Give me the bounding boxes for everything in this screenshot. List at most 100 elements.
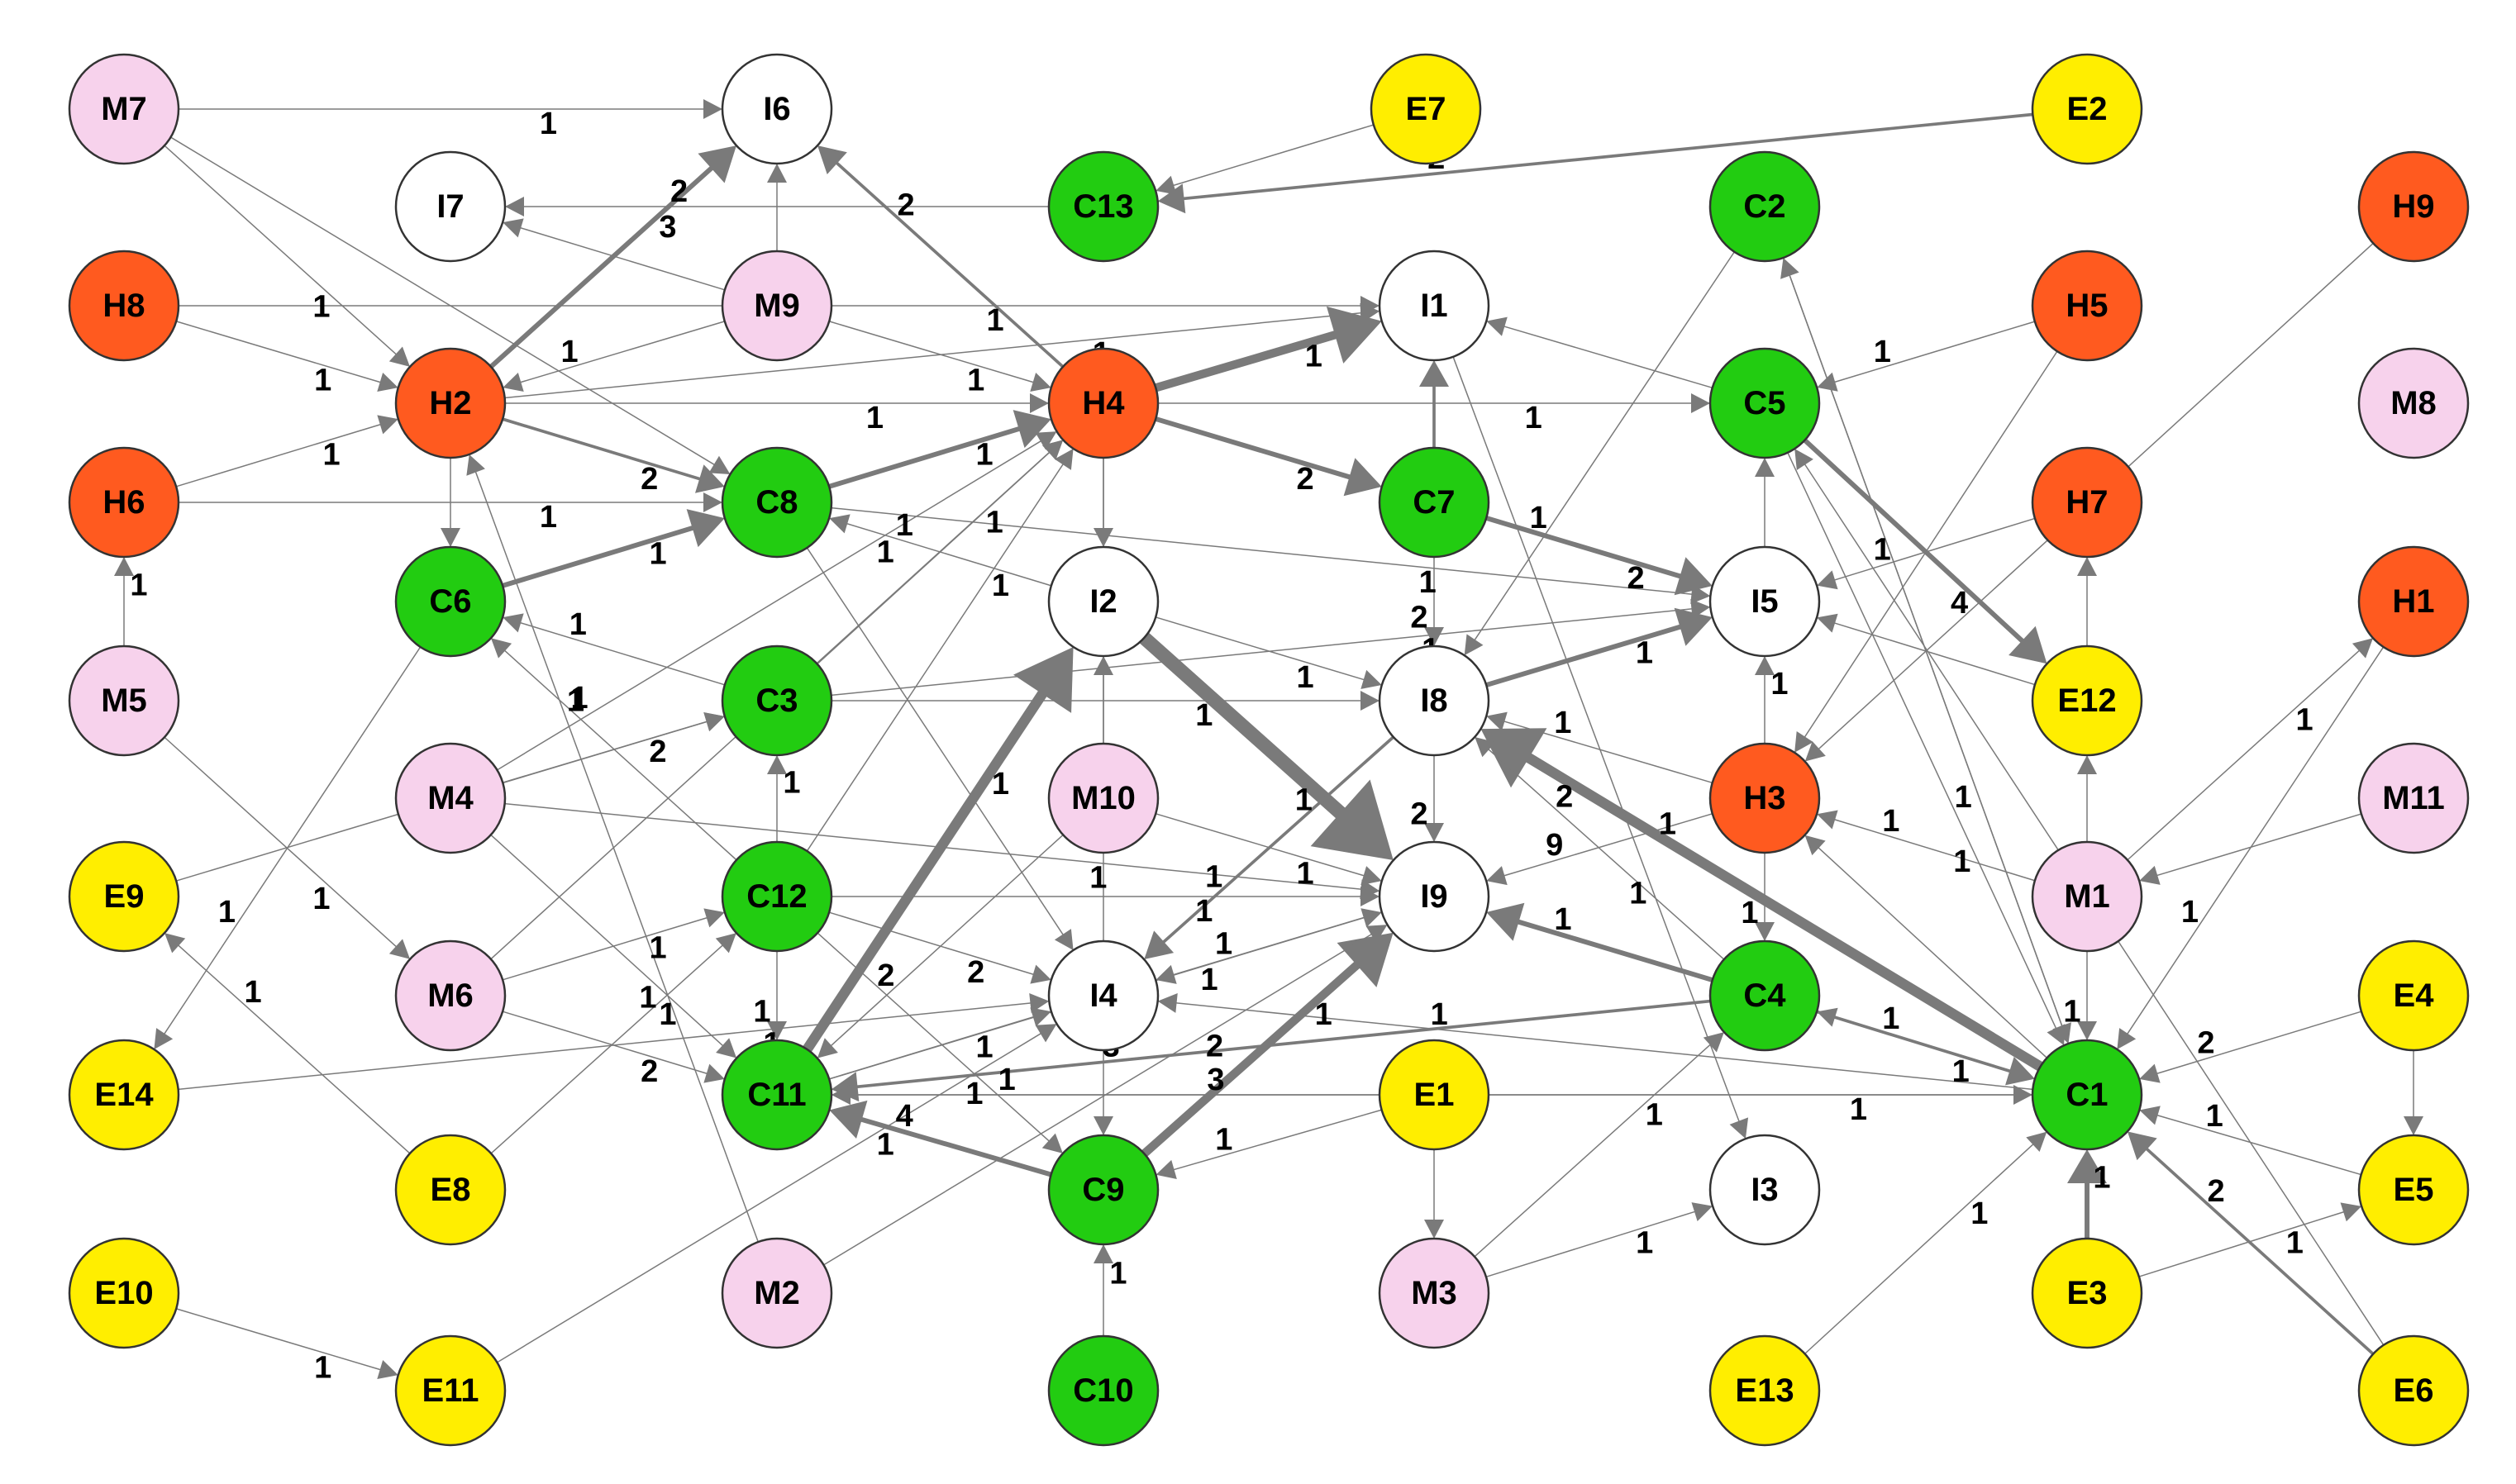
- node-circle[interactable]: [394, 150, 507, 263]
- node-circle[interactable]: [1047, 939, 1160, 1052]
- node-circle[interactable]: [2357, 347, 2470, 459]
- node-H4[interactable]: H4: [1047, 347, 1160, 459]
- node-circle[interactable]: [1708, 1334, 1821, 1447]
- node-C1[interactable]: C1: [2031, 1039, 2143, 1151]
- node-circle[interactable]: [2031, 840, 2143, 953]
- node-E8[interactable]: E8: [394, 1134, 507, 1246]
- node-C8[interactable]: C8: [721, 446, 833, 559]
- node-H7[interactable]: H7: [2031, 446, 2143, 559]
- node-circle[interactable]: [394, 742, 507, 854]
- node-C11[interactable]: C11: [721, 1039, 833, 1151]
- node-circle[interactable]: [1378, 1039, 1490, 1151]
- node-circle[interactable]: [68, 446, 180, 559]
- node-M7[interactable]: M7: [68, 53, 180, 165]
- node-circle[interactable]: [2031, 644, 2143, 757]
- node-circle[interactable]: [68, 1237, 180, 1349]
- node-H6[interactable]: H6: [68, 446, 180, 559]
- node-M9[interactable]: M9: [721, 250, 833, 362]
- node-circle[interactable]: [2357, 939, 2470, 1052]
- node-E13[interactable]: E13: [1708, 1334, 1821, 1447]
- node-circle[interactable]: [2357, 545, 2470, 658]
- node-M1[interactable]: M1: [2031, 840, 2143, 953]
- node-circle[interactable]: [394, 939, 507, 1052]
- node-C5[interactable]: C5: [1708, 347, 1821, 459]
- node-M3[interactable]: M3: [1378, 1237, 1490, 1349]
- node-circle[interactable]: [68, 644, 180, 757]
- node-C6[interactable]: C6: [394, 545, 507, 658]
- node-circle[interactable]: [721, 250, 833, 362]
- node-E14[interactable]: E14: [68, 1039, 180, 1151]
- node-E10[interactable]: E10: [68, 1237, 180, 1349]
- node-circle[interactable]: [394, 545, 507, 658]
- node-circle[interactable]: [1378, 250, 1490, 362]
- node-circle[interactable]: [1708, 347, 1821, 459]
- node-circle[interactable]: [2357, 1134, 2470, 1246]
- node-E7[interactable]: E7: [1370, 53, 1482, 165]
- node-H3[interactable]: H3: [1708, 742, 1821, 854]
- node-C4[interactable]: C4: [1708, 939, 1821, 1052]
- node-E5[interactable]: E5: [2357, 1134, 2470, 1246]
- node-I6[interactable]: I6: [721, 53, 833, 165]
- node-E9[interactable]: E9: [68, 840, 180, 953]
- node-circle[interactable]: [721, 840, 833, 953]
- node-I1[interactable]: I1: [1378, 250, 1490, 362]
- node-I4[interactable]: I4: [1047, 939, 1160, 1052]
- node-C3[interactable]: C3: [721, 644, 833, 757]
- node-circle[interactable]: [2357, 742, 2470, 854]
- node-M11[interactable]: M11: [2357, 742, 2470, 854]
- node-M6[interactable]: M6: [394, 939, 507, 1052]
- node-circle[interactable]: [1047, 545, 1160, 658]
- node-M2[interactable]: M2: [721, 1237, 833, 1349]
- node-circle[interactable]: [2031, 446, 2143, 559]
- node-E4[interactable]: E4: [2357, 939, 2470, 1052]
- node-circle[interactable]: [1708, 150, 1821, 263]
- node-H1[interactable]: H1: [2357, 545, 2470, 658]
- node-circle[interactable]: [394, 347, 507, 459]
- node-circle[interactable]: [721, 53, 833, 165]
- node-E3[interactable]: E3: [2031, 1237, 2143, 1349]
- node-M5[interactable]: M5: [68, 644, 180, 757]
- node-H2[interactable]: H2: [394, 347, 507, 459]
- node-M4[interactable]: M4: [394, 742, 507, 854]
- node-circle[interactable]: [2031, 1237, 2143, 1349]
- node-C10[interactable]: C10: [1047, 1334, 1160, 1447]
- node-H9[interactable]: H9: [2357, 150, 2470, 263]
- node-circle[interactable]: [2357, 1334, 2470, 1447]
- node-C9[interactable]: C9: [1047, 1134, 1160, 1246]
- node-E12[interactable]: E12: [2031, 644, 2143, 757]
- node-circle[interactable]: [1708, 939, 1821, 1052]
- node-circle[interactable]: [1047, 347, 1160, 459]
- node-circle[interactable]: [1370, 53, 1482, 165]
- node-I3[interactable]: I3: [1708, 1134, 1821, 1246]
- node-circle[interactable]: [1047, 1334, 1160, 1447]
- node-I9[interactable]: I9: [1378, 840, 1490, 953]
- node-H5[interactable]: H5: [2031, 250, 2143, 362]
- node-M10[interactable]: M10: [1047, 742, 1160, 854]
- node-circle[interactable]: [68, 1039, 180, 1151]
- node-circle[interactable]: [2031, 53, 2143, 165]
- node-circle[interactable]: [1708, 1134, 1821, 1246]
- node-circle[interactable]: [1047, 150, 1160, 263]
- node-C12[interactable]: C12: [721, 840, 833, 953]
- node-H8[interactable]: H8: [68, 250, 180, 362]
- node-E6[interactable]: E6: [2357, 1334, 2470, 1447]
- node-circle[interactable]: [1047, 1134, 1160, 1246]
- node-circle[interactable]: [1378, 1237, 1490, 1349]
- node-circle[interactable]: [1708, 545, 1821, 658]
- node-circle[interactable]: [68, 53, 180, 165]
- node-circle[interactable]: [721, 644, 833, 757]
- node-circle[interactable]: [2031, 1039, 2143, 1151]
- node-I5[interactable]: I5: [1708, 545, 1821, 658]
- node-I8[interactable]: I8: [1378, 644, 1490, 757]
- node-circle[interactable]: [1047, 742, 1160, 854]
- node-E11[interactable]: E11: [394, 1334, 507, 1447]
- node-circle[interactable]: [721, 446, 833, 559]
- node-circle[interactable]: [394, 1334, 507, 1447]
- node-circle[interactable]: [1378, 644, 1490, 757]
- node-M8[interactable]: M8: [2357, 347, 2470, 459]
- node-circle[interactable]: [1378, 840, 1490, 953]
- node-circle[interactable]: [68, 840, 180, 953]
- node-I7[interactable]: I7: [394, 150, 507, 263]
- node-circle[interactable]: [2357, 150, 2470, 263]
- node-circle[interactable]: [68, 250, 180, 362]
